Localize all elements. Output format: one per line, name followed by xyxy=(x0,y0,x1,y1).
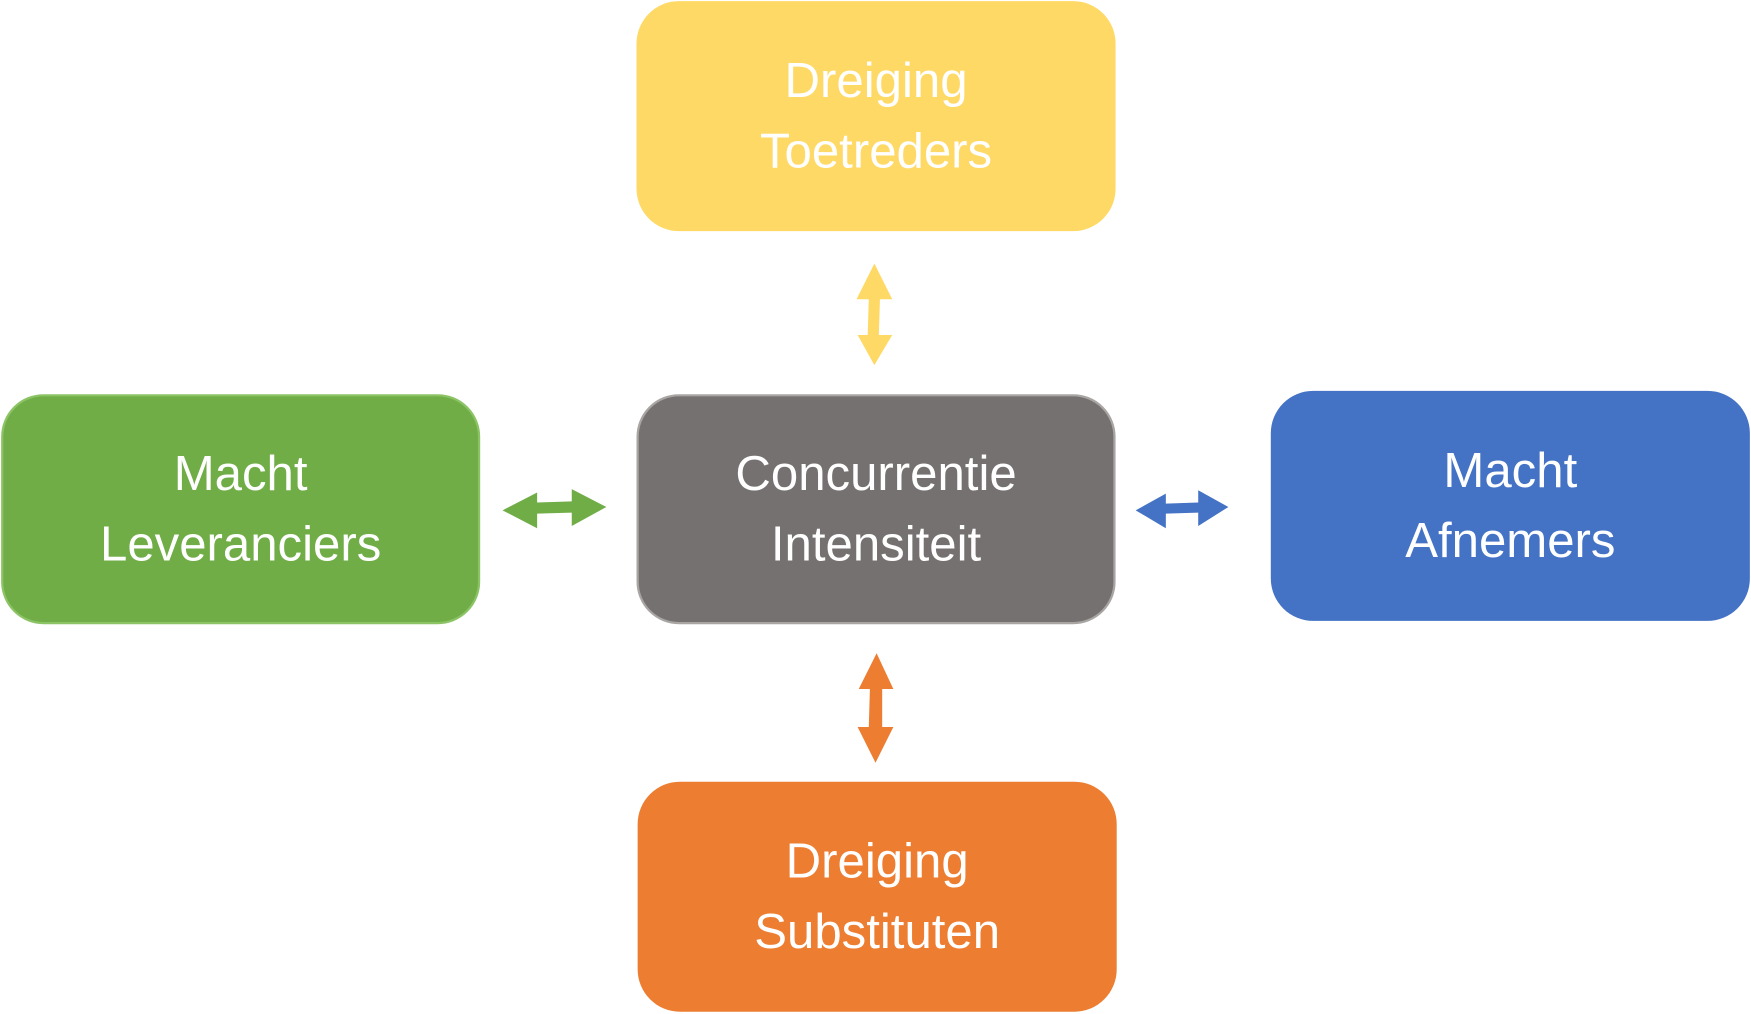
box-center-line2: Intensiteit xyxy=(770,517,982,572)
box-supplier-power: Macht Leveranciers xyxy=(1,394,481,625)
box-right-line1: Macht xyxy=(1443,443,1578,499)
box-threat-new-entrants: Dreiging Toetreders xyxy=(636,1,1116,232)
box-top-line1: Dreiging xyxy=(784,53,968,109)
double-arrow-right-icon xyxy=(1135,490,1229,529)
box-threat-substitutes: Dreiging Substituten xyxy=(637,781,1117,1012)
box-right-line2: Afnemers xyxy=(1405,513,1616,569)
box-top-line2: Toetreders xyxy=(759,123,993,179)
double-arrow-left-icon xyxy=(502,489,607,529)
box-left-line1: Macht xyxy=(173,446,308,502)
box-competitive-rivalry: Concurrentie Intensiteit xyxy=(636,394,1116,625)
double-arrow-bottom-icon xyxy=(857,653,894,763)
box-bottom-line2: Substituten xyxy=(754,904,1001,960)
double-arrow-top-icon xyxy=(856,263,893,366)
box-buyer-power: Macht Afnemers xyxy=(1270,390,1750,621)
box-center-line1: Concurrentie xyxy=(735,446,1017,502)
box-bottom-line1: Dreiging xyxy=(785,834,969,889)
box-left-line2: Leveranciers xyxy=(99,517,382,572)
